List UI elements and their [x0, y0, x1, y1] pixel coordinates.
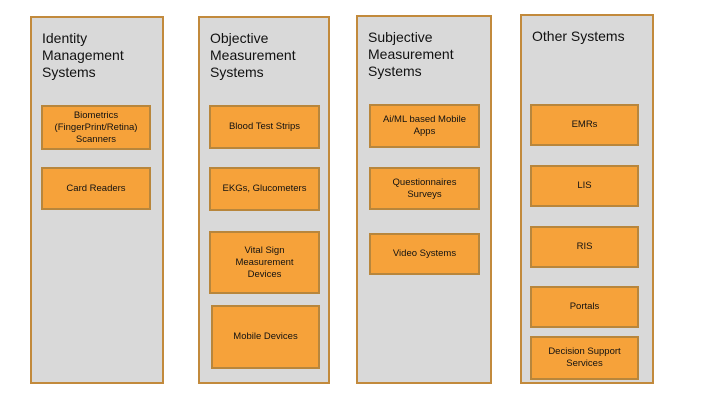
- column-title: Identity Management Systems: [42, 30, 124, 80]
- column-title: Subjective Measurement Systems: [368, 29, 454, 79]
- column-title: Other Systems: [532, 28, 625, 44]
- item-ekgs-glucometers: EKGs, Glucometers: [209, 167, 320, 211]
- column-identity-management: Identity Management Systems Biometrics (…: [30, 16, 164, 384]
- item-card-readers: Card Readers: [41, 167, 151, 210]
- column-objective-measurement: Objective Measurement Systems Blood Test…: [198, 16, 330, 384]
- item-ris: RIS: [530, 226, 639, 268]
- item-emrs: EMRs: [530, 104, 639, 146]
- item-lis: LIS: [530, 165, 639, 207]
- column-other-systems: Other Systems EMRs LIS RIS Portals Decis…: [520, 14, 654, 384]
- item-biometrics-scanners: Biometrics (FingerPrint/Retina) Scanners: [41, 105, 151, 150]
- item-aiml-mobile-apps: Ai/ML based Mobile Apps: [369, 104, 480, 148]
- item-questionnaires-surveys: Questionnaires Surveys: [369, 167, 480, 210]
- column-subjective-measurement: Subjective Measurement Systems Ai/ML bas…: [356, 15, 492, 384]
- item-video-systems: Video Systems: [369, 233, 480, 275]
- item-decision-support-services: Decision Support Services: [530, 336, 639, 380]
- item-mobile-devices: Mobile Devices: [211, 305, 320, 369]
- column-title: Objective Measurement Systems: [210, 30, 296, 80]
- item-blood-test-strips: Blood Test Strips: [209, 105, 320, 149]
- item-portals: Portals: [530, 286, 639, 328]
- item-vital-sign-devices: Vital Sign Measurement Devices: [209, 231, 320, 294]
